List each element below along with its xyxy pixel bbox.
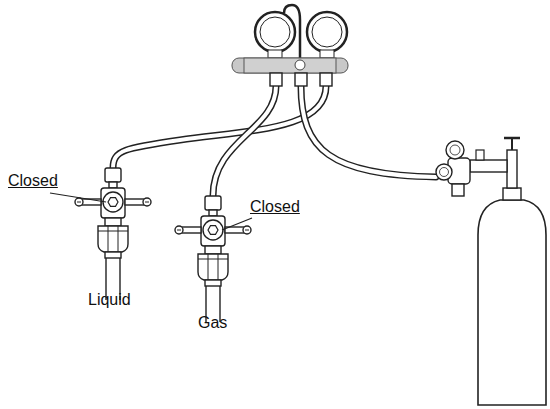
port-label: Liquid <box>88 291 131 309</box>
valve-state-label: Closed <box>8 172 58 190</box>
port-label: Gas <box>198 314 227 332</box>
valve-state-label: Closed <box>250 198 300 216</box>
